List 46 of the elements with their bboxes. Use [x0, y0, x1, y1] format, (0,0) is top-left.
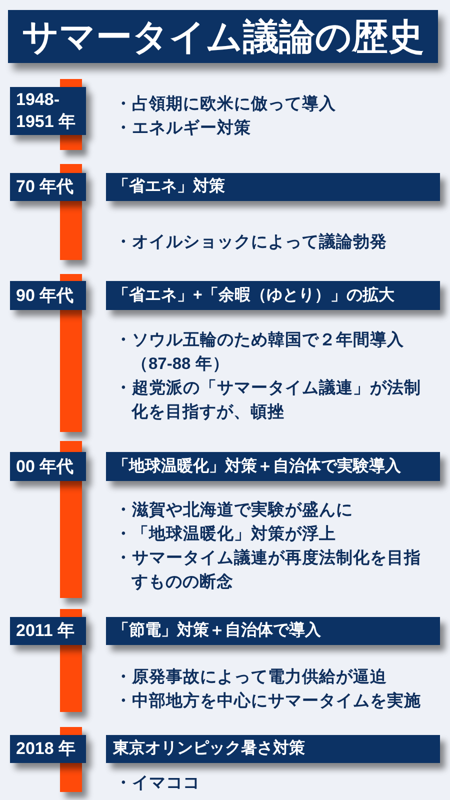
timeline-bar-top [60, 441, 82, 452]
title-text: サマータイム議論の歴史 [22, 16, 424, 56]
timeline-bar [60, 645, 82, 712]
bullet-text: ・サマータイム議連が再度法制化を目指すものの断念 [115, 548, 422, 593]
timeline-bar-top [60, 79, 82, 87]
header-text: 「省エネ」対策 [113, 176, 225, 197]
timeline-bar-top [60, 274, 82, 281]
year-box [10, 173, 86, 201]
header-bar [106, 735, 440, 763]
year-label: 70 年代 [16, 176, 74, 198]
year-label: 00 年代 [16, 456, 74, 478]
year-label: 90 年代 [16, 284, 74, 306]
header-text: 「省エネ」+「余暇（ゆとり）」の拡大 [113, 286, 394, 306]
timeline-bar [60, 201, 82, 260]
header-bar [106, 617, 440, 645]
bullet-text: ・オイルショックによって議論勃発 [115, 232, 388, 253]
bullet-text: ・超党派の「サマータイム議連」が法制化を目指すが、頓挫 [115, 378, 422, 423]
header-bar [106, 452, 440, 481]
year-box [10, 452, 86, 481]
year-label: 2011 年 [16, 620, 75, 642]
bullet-text: ・原発事故によって電力供給が逼迫 [115, 667, 388, 688]
timeline-bar [60, 310, 82, 432]
timeline-bar [60, 135, 82, 150]
header-text: 「節電」対策＋自治体で導入 [113, 620, 321, 641]
header-text: 東京オリンピック暑さ対策 [113, 738, 305, 759]
header-bar [106, 173, 440, 201]
bullet-text: ・滋賀や北海道で実験が盛んに [115, 500, 354, 521]
bullet-text: ・占領期に欧米に倣って導入 [115, 94, 337, 115]
timeline-bar [60, 481, 82, 598]
header-text: 「地球温暖化」対策＋自治体で実験導入 [113, 456, 401, 476]
bullet-text: ・エネルギー対策 [115, 118, 252, 139]
bullet-text: ・中部地方を中心にサマータイムを実施 [115, 690, 422, 712]
bullet-text: ・ソウル五輪のため韓国で２年間導入（87-88 年） [115, 330, 404, 375]
bullet-text: ・イマココ [115, 773, 201, 794]
timeline-bar-top [60, 164, 82, 173]
year-box [10, 281, 86, 310]
year-label: 2018 年 [16, 738, 76, 760]
timeline-bar [60, 763, 82, 792]
year-box [10, 87, 86, 135]
bullet-text: ・「地球温暖化」対策が浮上 [115, 524, 337, 545]
timeline-bar-top [60, 609, 82, 617]
year-box [10, 735, 86, 763]
year-box [10, 617, 86, 645]
timeline-bar-top [60, 727, 82, 735]
header-bar [106, 281, 440, 310]
year-label: 1948-1951 年 [16, 89, 77, 133]
